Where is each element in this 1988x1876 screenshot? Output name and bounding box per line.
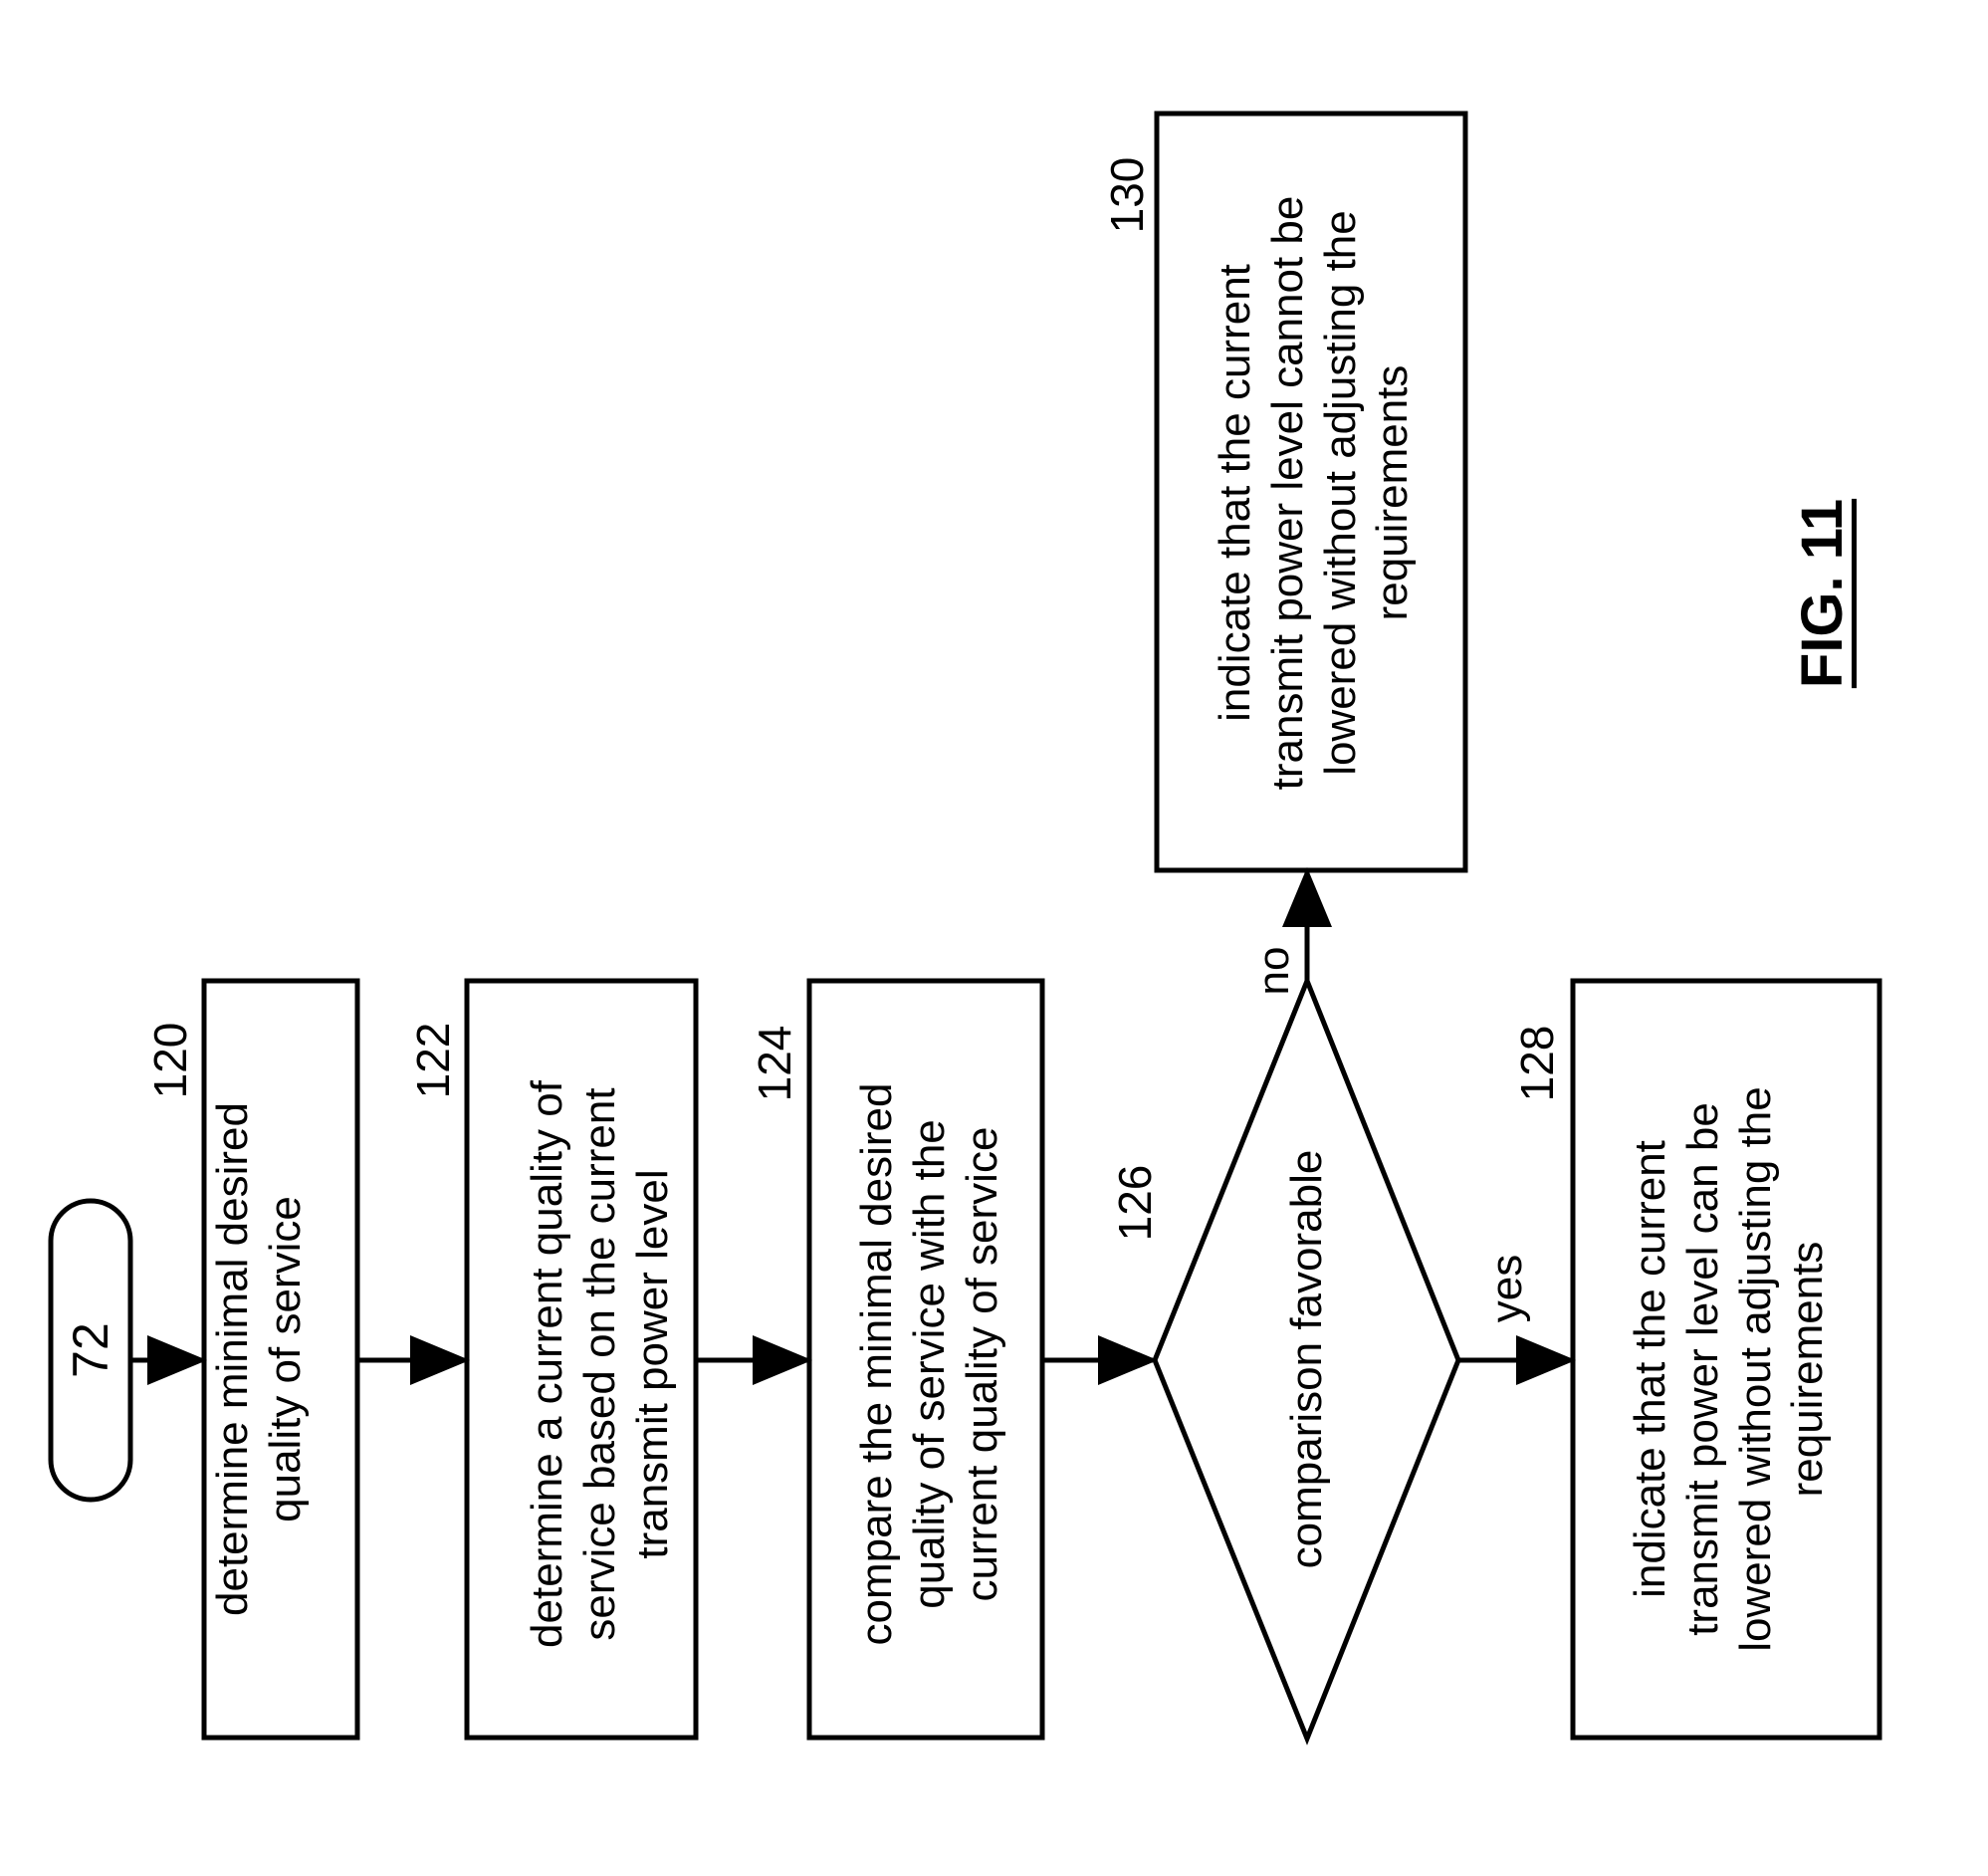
no-branch-label: no <box>1244 931 1304 1011</box>
step-120-ref: 120 <box>140 1001 200 1120</box>
step-122-text: determine a current quality of service b… <box>522 996 681 1733</box>
figure-caption: FIG. 11 <box>1785 484 1861 703</box>
yes-branch-label: yes <box>1477 1239 1537 1338</box>
step-122-ref: 122 <box>403 1001 463 1120</box>
decision-126-text: comparison favorable <box>1277 1021 1337 1698</box>
outcome-130-text: indicate that the current transmit power… <box>1210 124 1419 861</box>
outcome-128-ref: 128 <box>1507 1004 1567 1123</box>
step-124-ref: 124 <box>745 1004 804 1123</box>
start-terminal-label: 72 <box>61 1271 120 1430</box>
outcome-128-text: indicate that the current transmit power… <box>1625 1001 1834 1738</box>
step-120-text: determine minimal desired quality of ser… <box>207 991 327 1728</box>
step-124-text: compare the minimal desired quality of s… <box>851 996 1010 1733</box>
decision-126-ref: 126 <box>1105 1143 1165 1263</box>
outcome-130-ref: 130 <box>1097 135 1157 255</box>
